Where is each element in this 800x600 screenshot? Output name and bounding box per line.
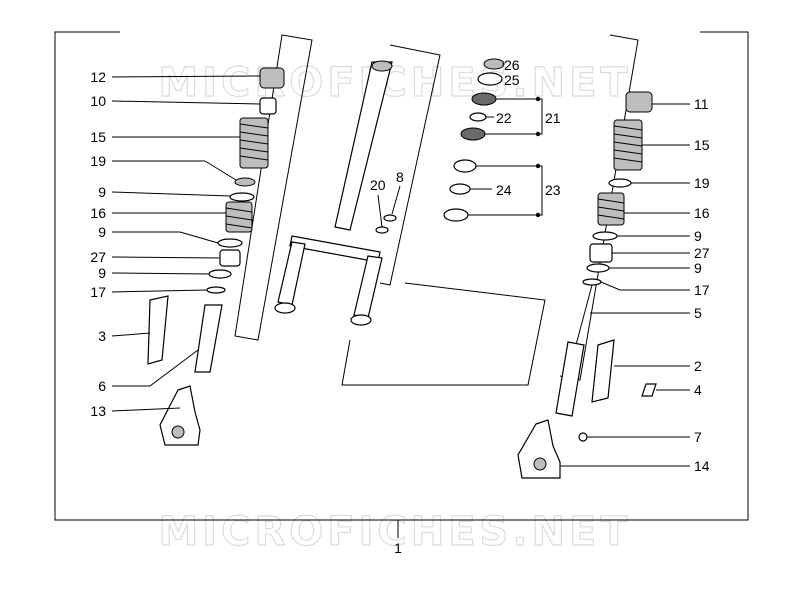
left-leg-parts — [147, 67, 285, 446]
part-7-screw — [578, 432, 588, 442]
label-2: 2 — [694, 358, 702, 374]
part-15-spring-left — [239, 117, 269, 169]
part-9-ring-left-b — [217, 238, 243, 248]
part-23-race-bottom — [443, 208, 469, 222]
label-3: 3 — [98, 328, 106, 344]
left-fork-subframe — [234, 34, 313, 341]
part-19-washer-left — [234, 177, 256, 187]
part-21-cup-bottom — [460, 127, 486, 141]
label-25: 25 — [504, 72, 520, 88]
label-7: 7 — [694, 429, 702, 445]
label-14: 14 — [694, 458, 710, 474]
label-27-left: 27 — [90, 249, 106, 265]
left-stanchion-end — [274, 302, 296, 314]
right-stanchion-end — [350, 314, 372, 326]
part-25-washer — [477, 72, 503, 86]
part-26-locknut — [483, 58, 505, 70]
part-9-ring-left-a — [229, 192, 255, 202]
label-10: 10 — [90, 93, 106, 109]
label-1: 1 — [394, 540, 402, 556]
label-16-left: 16 — [90, 205, 106, 221]
label-15-left: 15 — [90, 129, 106, 145]
part-21-cup-top — [471, 92, 497, 106]
watermark-top: MICROFICHES.NET — [158, 60, 631, 106]
label-9-left-b: 9 — [98, 224, 106, 240]
label-21: 21 — [545, 110, 561, 126]
part-27-bush-right — [589, 243, 613, 263]
part-14-slider-right — [517, 419, 561, 479]
part-17-clip-left — [206, 286, 226, 294]
label-20: 20 — [370, 177, 386, 193]
right-leg-parts — [517, 91, 657, 479]
part-17-clip-right — [582, 278, 602, 286]
watermark-bottom: MICROFICHES.NET — [158, 509, 631, 555]
label-27-right: 27 — [694, 245, 710, 261]
label-9-right-b: 9 — [694, 260, 702, 276]
callouts-left: 12 10 15 19 9 16 9 27 9 17 3 6 13 — [90, 69, 106, 419]
label-12: 12 — [90, 69, 106, 85]
part-13-slider-left — [159, 385, 201, 446]
part-16-spring-right — [597, 192, 625, 226]
part-19-washer-right — [608, 178, 632, 188]
right-stanchion — [353, 255, 383, 319]
label-6: 6 — [98, 378, 106, 394]
part-8-washer — [383, 214, 397, 222]
part-10-bush — [259, 97, 277, 115]
part-6-tube — [194, 304, 223, 373]
label-19-right: 19 — [694, 175, 710, 191]
part-9-ring-right-b — [586, 263, 610, 273]
label-23: 23 — [545, 182, 561, 198]
triple-clamp-subframe — [379, 44, 441, 286]
part-15-spring-right — [613, 119, 643, 171]
left-stanchion — [277, 241, 306, 306]
part-9-ring-right-a — [592, 231, 618, 241]
label-24: 24 — [496, 182, 512, 198]
part-9-ring-left-c — [208, 269, 232, 279]
part-12-cap — [259, 67, 285, 89]
label-5: 5 — [694, 305, 702, 321]
label-26: 26 — [504, 57, 520, 73]
label-9-right-a: 9 — [694, 228, 702, 244]
label-9-left-c: 9 — [98, 265, 106, 281]
label-4: 4 — [694, 382, 702, 398]
part-2-guard-right — [591, 339, 615, 403]
stem-top-thread — [371, 60, 393, 72]
label-9-left-a: 9 — [98, 184, 106, 200]
headset-subframe — [341, 282, 546, 386]
part-16-spring-left — [225, 201, 253, 233]
part-27-bush-left — [219, 249, 241, 267]
label-16-right: 16 — [694, 205, 710, 221]
callouts-center: 26 25 22 21 24 23 20 8 — [370, 57, 561, 198]
label-15-right: 15 — [694, 137, 710, 153]
part-20-nut — [375, 226, 389, 234]
part-4-label — [641, 383, 657, 397]
headset-stack — [443, 58, 505, 222]
part-24-ring — [449, 183, 471, 195]
assembly-frame — [54, 31, 749, 521]
leader-lines — [111, 63, 690, 467]
label-19-left: 19 — [90, 153, 106, 169]
part-3-guard-left — [147, 295, 169, 365]
fork-stem-assembly — [274, 60, 397, 326]
label-17-left: 17 — [90, 284, 106, 300]
part-23-race-top — [453, 159, 477, 173]
part-5-damper — [555, 284, 593, 417]
label-8: 8 — [396, 169, 404, 185]
label-22: 22 — [496, 110, 512, 126]
part-11-cap — [625, 91, 653, 113]
label-13: 13 — [90, 403, 106, 419]
callouts-right: 11 15 19 16 9 27 9 17 5 2 4 7 14 — [694, 96, 710, 474]
label-17-right: 17 — [694, 282, 710, 298]
label-11: 11 — [694, 96, 709, 112]
part-22-ring — [469, 112, 487, 122]
